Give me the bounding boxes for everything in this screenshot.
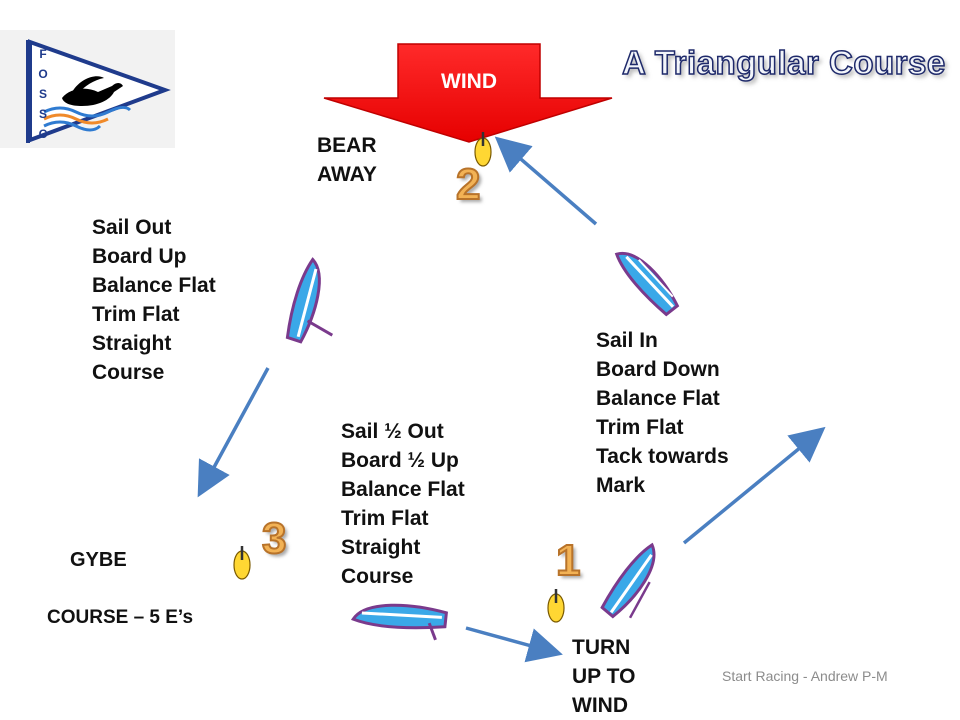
boat-run-icon	[350, 603, 448, 641]
boat-upwind-bottom-icon	[600, 542, 656, 619]
instruction-line: Board Up	[92, 245, 187, 268]
logo-letter-s1: S	[38, 87, 47, 101]
instruction-line: Balance Flat	[596, 387, 720, 410]
mark3-action-line: GYBE	[70, 549, 127, 571]
upwind-leg-instructions: Sail In Board Down Balance Flat Trim Fla…	[596, 326, 729, 500]
mark1-buoy-icon	[547, 589, 565, 623]
mark3-buoy-icon	[233, 546, 251, 580]
footer-credit: Start Racing - Andrew P-M	[722, 668, 888, 684]
mark2-action: BEAR AWAY	[317, 131, 377, 189]
logo-letter-c: C	[38, 127, 48, 141]
instruction-line: Balance Flat	[92, 274, 216, 297]
wind-label: WIND	[441, 70, 497, 93]
logo-letter-s2: S	[38, 107, 47, 121]
boat-reach-icon	[285, 257, 334, 344]
instruction-line: Sail Out	[92, 216, 172, 239]
arrow-to-mark1	[465, 626, 563, 663]
instruction-line: Course	[341, 565, 414, 588]
mark1-action-line: UP TO	[572, 665, 636, 688]
logo-letter-o: O	[38, 67, 48, 81]
instruction-line: Trim Flat	[92, 303, 180, 326]
instruction-line: Balance Flat	[341, 478, 465, 501]
mark2-buoy-icon	[474, 132, 492, 167]
boat-upwind-top-icon	[614, 251, 680, 317]
instruction-line: Board ½ Up	[341, 449, 459, 472]
mark1-number: 1	[555, 535, 582, 586]
instruction-line: Tack towards	[596, 445, 729, 468]
instruction-line: Sail ½ Out	[341, 420, 444, 443]
instruction-line: Mark	[596, 474, 646, 497]
mark1-action: TURN UP TO WIND	[572, 633, 635, 720]
mark3-number: 3	[261, 513, 288, 564]
instruction-line: Straight	[92, 332, 172, 355]
page-title: A Triangular Course	[621, 43, 946, 82]
instruction-line: Course	[92, 361, 165, 384]
mark2-action-line: AWAY	[317, 163, 377, 186]
wind-arrow-icon	[323, 43, 613, 143]
mark3-action: GYBE	[70, 546, 127, 575]
run-leg-instructions: Sail ½ Out Board ½ Up Balance Flat Trim …	[341, 417, 465, 591]
mark1-action-line: TURN	[572, 636, 631, 659]
mark1-action-line: WIND	[572, 694, 628, 717]
mark2-number: 2	[455, 159, 482, 210]
instruction-line: Straight	[341, 536, 421, 559]
instruction-line: Board Down	[596, 358, 720, 381]
arrow-upwind-leg	[682, 426, 826, 545]
arrow-to-mark2	[494, 136, 598, 226]
instruction-line: Sail In	[596, 329, 658, 352]
arrow-reach-leg	[197, 367, 270, 498]
instruction-line: Trim Flat	[341, 507, 429, 530]
logo-letter-f: F	[39, 47, 47, 61]
fossc-logo: F O S S C	[0, 30, 175, 148]
reach-leg-instructions: Sail Out Board Up Balance Flat Trim Flat…	[92, 213, 216, 387]
burgee-flag-icon	[0, 30, 175, 148]
instruction-line: Trim Flat	[596, 416, 684, 439]
course-label: COURSE – 5 E’s	[47, 607, 194, 628]
mark2-action-line: BEAR	[317, 134, 377, 157]
